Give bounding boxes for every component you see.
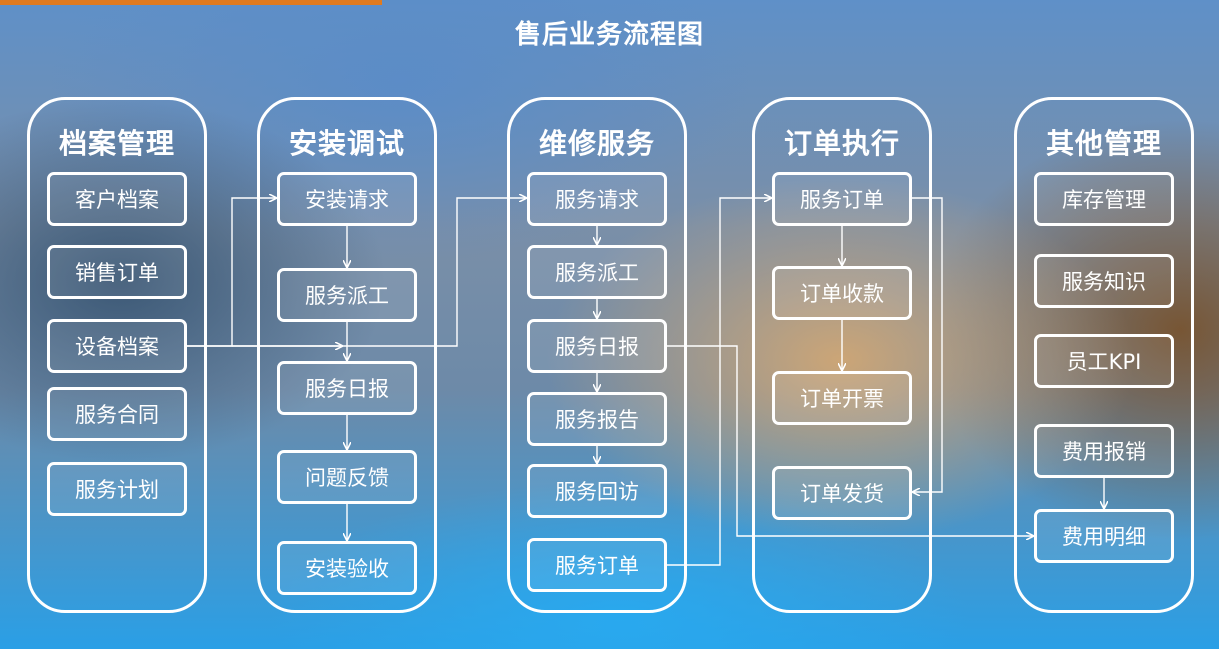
node-equipment-archive[interactable]: 设备档案: [47, 319, 187, 373]
node-service-contract[interactable]: 服务合同: [47, 387, 187, 441]
column-title: 维修服务: [538, 127, 655, 160]
column-title: 其他管理: [1045, 127, 1162, 160]
node-order-invoice[interactable]: 订单开票: [772, 371, 912, 425]
node-customer-archive[interactable]: 客户档案: [47, 172, 187, 226]
node-service-report[interactable]: 服务报告: [527, 392, 667, 446]
node-sales-order[interactable]: 销售订单: [47, 245, 187, 299]
node-issue-feedback[interactable]: 问题反馈: [277, 450, 417, 504]
accent-bar: [0, 0, 382, 5]
node-order-payment[interactable]: 订单收款: [772, 266, 912, 320]
node-service-knowledge[interactable]: 服务知识: [1034, 254, 1174, 308]
node-inventory[interactable]: 库存管理: [1034, 172, 1174, 226]
column-title: 订单执行: [783, 127, 900, 160]
node-repair-daily-report[interactable]: 服务日报: [527, 319, 667, 373]
node-service-plan[interactable]: 服务计划: [47, 462, 187, 516]
node-order-shipment[interactable]: 订单发货: [772, 466, 912, 520]
node-service-order[interactable]: 服务订单: [772, 172, 912, 226]
column-installation: 安装调试: [257, 97, 437, 613]
node-expense-detail[interactable]: 费用明细: [1034, 509, 1174, 563]
node-install-dispatch[interactable]: 服务派工: [277, 268, 417, 322]
node-install-request[interactable]: 安装请求: [277, 172, 417, 226]
node-install-acceptance[interactable]: 安装验收: [277, 541, 417, 595]
column-title: 安装调试: [288, 127, 405, 160]
node-service-request[interactable]: 服务请求: [527, 172, 667, 226]
diagram-title: 售后业务流程图: [514, 20, 704, 50]
node-expense-claim[interactable]: 费用报销: [1034, 424, 1174, 478]
node-install-daily-report[interactable]: 服务日报: [277, 361, 417, 415]
node-employee-kpi[interactable]: 员工KPI: [1034, 334, 1174, 388]
node-repair-service-order[interactable]: 服务订单: [527, 538, 667, 592]
column-archive: 档案管理: [27, 97, 207, 613]
column-title: 档案管理: [58, 127, 175, 160]
node-repair-dispatch[interactable]: 服务派工: [527, 245, 667, 299]
node-service-revisit[interactable]: 服务回访: [527, 464, 667, 518]
